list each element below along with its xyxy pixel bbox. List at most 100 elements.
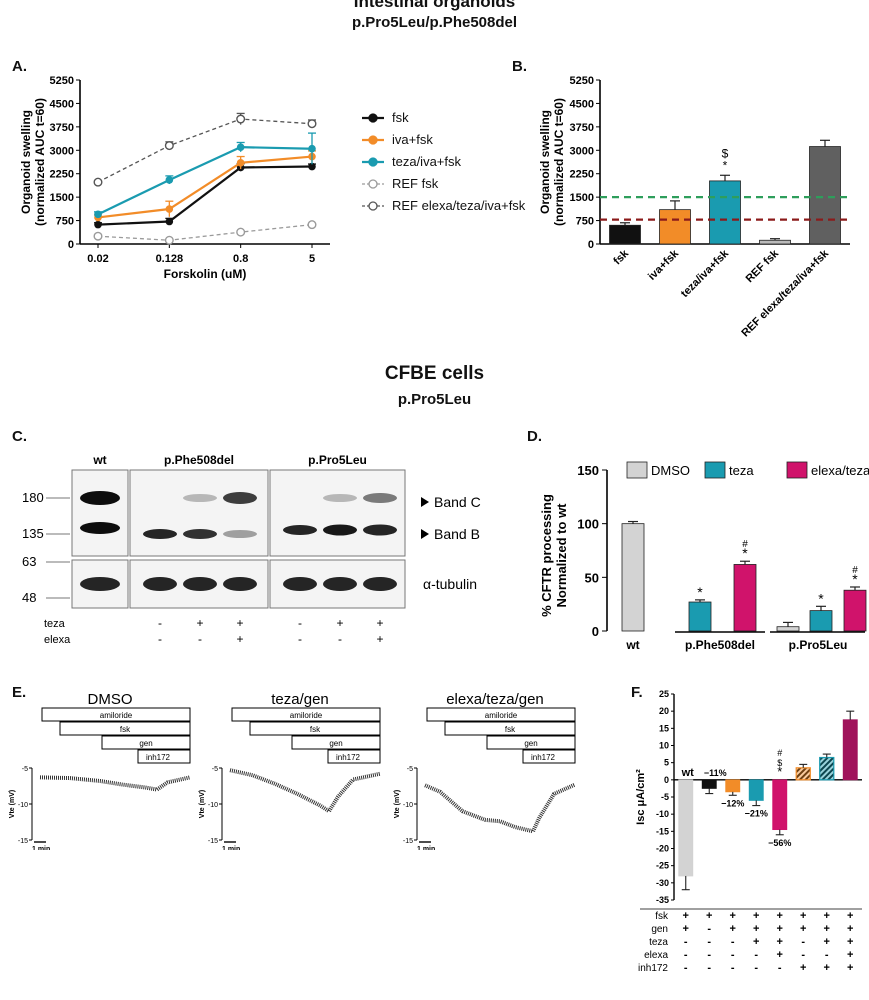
legend-label: teza/iva+fsk xyxy=(392,154,462,169)
legend-marker xyxy=(368,156,378,167)
condition-mark: + xyxy=(730,923,736,935)
bar-tint xyxy=(819,757,834,780)
band-b xyxy=(80,522,120,534)
treatment-mark: - xyxy=(298,632,302,646)
y-tick-label: 1500 xyxy=(570,192,594,204)
condition-mark: + xyxy=(683,923,689,935)
data-point xyxy=(165,176,174,184)
condition-name: teza xyxy=(649,937,668,948)
trace-tick-label: -10 xyxy=(18,802,28,809)
data-point xyxy=(165,205,174,213)
data-point xyxy=(93,177,103,187)
y-axis-label-line: (normalized AUC t=60) xyxy=(33,98,47,226)
trace-tick-label: -5 xyxy=(22,766,28,773)
drug-box xyxy=(426,707,576,722)
y-tick-label: 4500 xyxy=(50,98,74,110)
mw-marker: 63 xyxy=(22,554,36,569)
treatment-mark: + xyxy=(376,616,383,630)
legend-marker xyxy=(368,134,378,145)
mw-marker: 48 xyxy=(22,590,36,605)
condition-mark: + xyxy=(824,910,830,922)
treatment-mark: + xyxy=(236,632,243,646)
band-b xyxy=(323,524,357,536)
bar xyxy=(725,779,741,793)
bar xyxy=(843,589,867,632)
drug-box xyxy=(522,749,576,764)
band-b xyxy=(283,525,317,535)
y-tick-label: 3000 xyxy=(50,145,74,157)
band-c xyxy=(183,494,217,502)
bar xyxy=(678,779,694,877)
condition-mark: + xyxy=(777,949,783,961)
lane-header: wt xyxy=(92,453,106,467)
data-point xyxy=(165,217,174,226)
y-axis-label-line: Normalized to wt xyxy=(554,503,569,608)
series-line xyxy=(97,146,313,216)
y-tick-label: 20 xyxy=(659,706,669,716)
condition-mark: + xyxy=(824,923,830,935)
bar xyxy=(748,779,764,801)
scale-label: 1 min xyxy=(32,846,50,850)
y-tick-label: 15 xyxy=(659,723,669,733)
legend-label: fsk xyxy=(392,110,409,125)
legend-label: REF elexa/teza/iva+fsk xyxy=(392,198,526,213)
group-label: p.Pro5Leu xyxy=(789,638,848,652)
y-tick-label: 750 xyxy=(576,216,594,228)
band-arrow xyxy=(421,497,429,507)
band-tubulin xyxy=(143,577,177,591)
significance-mark: # xyxy=(742,539,748,550)
legend-label: elexa/teza xyxy=(811,463,869,478)
scale-label: 1 min xyxy=(417,846,435,850)
category-label: REF fsk xyxy=(744,247,782,285)
data-point xyxy=(308,144,316,153)
y-axis-label: % CFTR processingNormalized to wt xyxy=(539,494,569,617)
condition-mark: - xyxy=(731,962,735,974)
drug-box xyxy=(59,721,191,736)
condition-name: inh172 xyxy=(638,963,668,974)
bar xyxy=(701,779,717,789)
category-label: iva+fsk xyxy=(646,247,682,283)
y-tick-label: 2250 xyxy=(570,169,594,181)
y-tick-label: 3750 xyxy=(50,122,74,134)
drug-box xyxy=(249,721,381,736)
drug-label: amiloride xyxy=(485,711,518,720)
data-point xyxy=(236,114,246,124)
significance-mark: * xyxy=(742,545,748,561)
condition-mark: - xyxy=(707,949,711,961)
drug-box xyxy=(41,707,191,722)
y-axis-label: Organoid swelling(normalized AUC t=60) xyxy=(538,98,566,226)
y-axis-label-line: Organoid swelling xyxy=(19,110,33,214)
y-tick-label: -10 xyxy=(656,809,669,819)
data-point xyxy=(93,231,103,241)
trace-tick-label: -15 xyxy=(18,838,28,845)
legend-marker xyxy=(368,178,378,189)
group-label: wt xyxy=(625,638,639,652)
y-tick-label: 2250 xyxy=(50,169,74,181)
legend-swatch xyxy=(362,112,384,123)
drug-label: gen xyxy=(524,739,537,748)
wt-label: wt xyxy=(681,767,695,779)
treatment-mark: - xyxy=(338,632,342,646)
bar xyxy=(809,146,841,245)
trace-tick-label: -15 xyxy=(403,838,413,845)
voltage-trace xyxy=(229,768,381,814)
mw-marker: 180 xyxy=(22,490,44,505)
condition-mark: - xyxy=(754,962,758,974)
series-line xyxy=(97,223,313,241)
y-axis-label: Organoid swelling(normalized AUC t=60) xyxy=(19,98,47,226)
band-tubulin xyxy=(183,577,217,591)
y-tick-label: -30 xyxy=(656,878,669,888)
drug-label: gen xyxy=(139,739,152,748)
significance-mark: * xyxy=(818,590,824,606)
y-tick-label: 50 xyxy=(585,570,599,585)
legend-swatch xyxy=(362,134,384,145)
condition-mark: + xyxy=(777,923,783,935)
y-tick-label: 4500 xyxy=(570,98,594,110)
condition-mark: + xyxy=(847,962,853,974)
bar xyxy=(772,779,788,831)
trace-y-label: Vte (mV) xyxy=(199,790,206,818)
condition-mark: + xyxy=(800,910,806,922)
band-c xyxy=(80,491,120,505)
